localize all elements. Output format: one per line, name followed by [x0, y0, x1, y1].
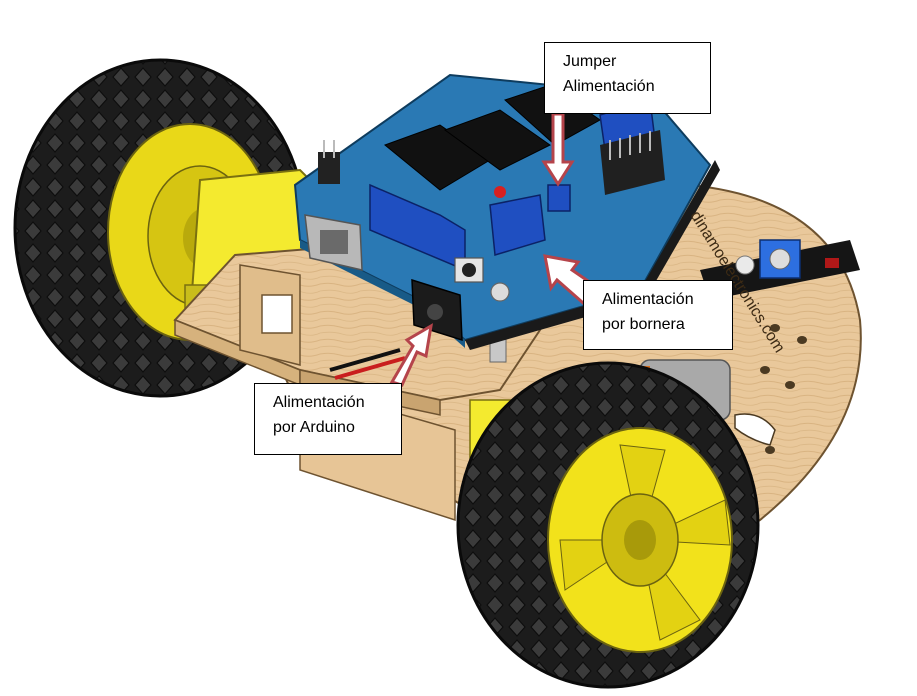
arrow-jumper	[541, 112, 575, 187]
usb-b-port-icon	[304, 214, 363, 271]
jumper-icon	[547, 184, 571, 212]
push-button-icon	[454, 257, 484, 283]
callout-bornera-line2: por bornera	[602, 316, 685, 333]
arduino-motor-shield	[293, 73, 720, 350]
right-wheel	[456, 361, 760, 689]
led-icon	[494, 186, 506, 198]
dc-barrel-jack-icon	[411, 278, 463, 342]
callout-arduino-line1: Alimentación	[273, 394, 365, 411]
callout-alimentacion-arduino: Alimentación por Arduino	[254, 383, 402, 455]
arrow-arduino	[389, 323, 434, 387]
callout-jumper-line1: Jumper	[563, 53, 617, 70]
potentiometer-icon	[490, 282, 510, 302]
callout-alimentacion-bornera: Alimentación por bornera	[583, 280, 733, 350]
callout-bornera-line1: Alimentación	[602, 291, 694, 308]
callout-jumper-line2: Alimentación	[563, 78, 655, 95]
callout-arduino-line2: por Arduino	[273, 419, 355, 436]
callout-jumper-alimentacion: Jumper Alimentación	[544, 42, 711, 114]
sensor-module	[700, 239, 860, 300]
